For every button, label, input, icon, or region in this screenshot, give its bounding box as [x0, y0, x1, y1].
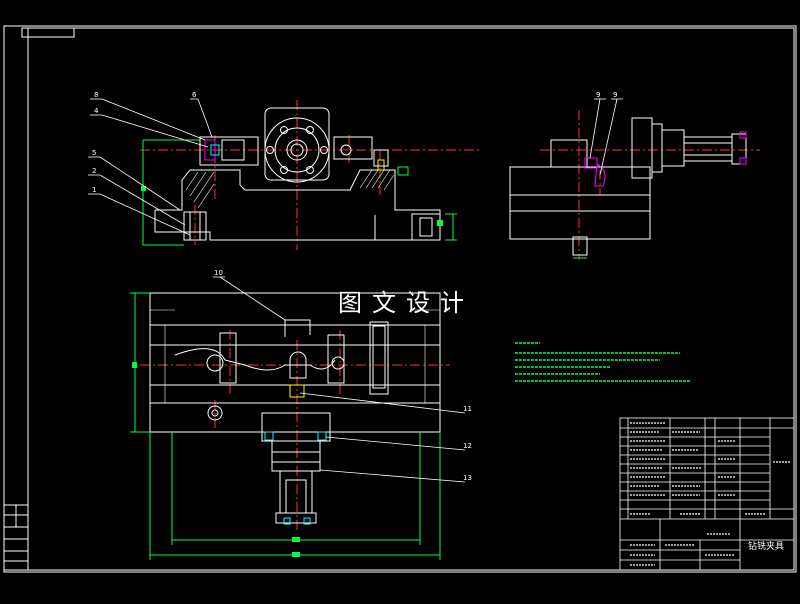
title-block: [619, 417, 795, 571]
balloon-front-5: 5: [92, 149, 96, 157]
drawing-name: 钻铣夹具: [748, 540, 784, 552]
balloon-front-6: 6: [192, 91, 197, 99]
balloon-plan-10: 10: [214, 269, 223, 277]
front-view: [140, 100, 480, 250]
balloon-side-9b: 9: [613, 91, 617, 99]
balloon-front-4: 4: [94, 107, 99, 115]
balloon-plan-11: 11: [463, 405, 472, 413]
balloon-front-1: 1: [92, 186, 96, 194]
front-view-callouts: 8 4 5 2 1 6: [88, 91, 213, 236]
parts-list-text: [630, 422, 790, 566]
balloon-plan-13: 13: [463, 474, 472, 482]
balloon-front-8: 8: [94, 91, 98, 99]
balloon-front-2: 2: [92, 167, 96, 175]
drawing-border: [3, 25, 797, 573]
side-view: 9 9: [509, 91, 760, 260]
left-signature-strip: [3, 504, 29, 571]
balloon-plan-12: 12: [463, 442, 472, 450]
balloon-side-9a: 9: [596, 91, 600, 99]
watermark-text: 图文设计: [338, 289, 474, 317]
plan-view: 10 11 12 13: [130, 269, 472, 560]
technical-notes: [515, 342, 690, 382]
